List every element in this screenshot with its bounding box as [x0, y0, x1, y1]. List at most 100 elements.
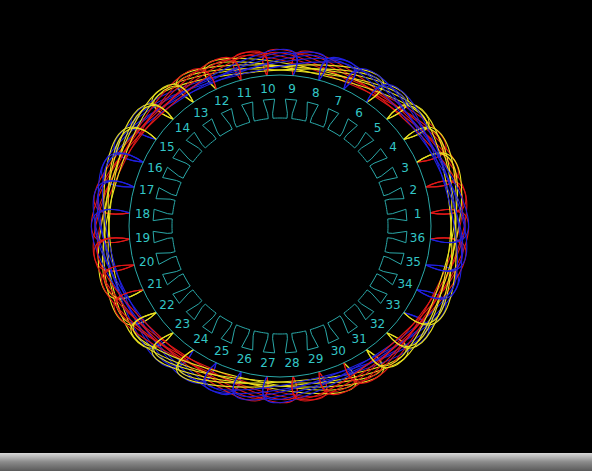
tooth-tip — [310, 325, 323, 330]
window-bar — [0, 453, 592, 471]
slot-outline — [340, 119, 357, 139]
tooth-tip — [220, 316, 232, 323]
slot-number: 15 — [159, 141, 174, 153]
slot-number: 10 — [260, 83, 275, 95]
slot-number: 29 — [308, 353, 323, 365]
slot-outline — [163, 167, 184, 182]
slot-outline — [221, 109, 236, 130]
slot-outline — [377, 167, 398, 182]
tooth-tip — [193, 290, 202, 301]
slot-outline — [387, 209, 407, 220]
slot-outline — [377, 269, 398, 284]
tooth-tip — [358, 290, 367, 301]
slot-number: 16 — [147, 162, 162, 174]
tooth-tip — [254, 331, 268, 333]
coil-group — [91, 49, 468, 402]
tooth-tip — [183, 274, 190, 286]
coil-loop — [154, 333, 382, 383]
tooth-tip — [273, 118, 287, 119]
slot-number: 32 — [370, 318, 385, 330]
slot-number: 28 — [284, 357, 299, 369]
slot-number: 25 — [214, 345, 229, 357]
coil-loop — [387, 104, 457, 325]
slot-outline — [163, 269, 184, 284]
tooth-tip — [344, 139, 355, 148]
slot-outline — [203, 119, 220, 139]
slot-outline — [173, 286, 193, 303]
slot-outline — [367, 149, 387, 166]
tooth-tip — [385, 200, 387, 214]
slot-number: 27 — [260, 357, 275, 369]
tooth-tip — [183, 166, 190, 178]
tooth-tip — [273, 333, 287, 334]
tooth-tip — [193, 151, 202, 162]
slot-outline — [156, 188, 176, 201]
slot-number: 35 — [406, 256, 421, 268]
slot-number: 1 — [414, 208, 422, 220]
slot-number: 33 — [385, 299, 400, 311]
slot-number: 19 — [135, 232, 150, 244]
tooth-tip — [379, 256, 384, 269]
slot-number: 20 — [139, 256, 154, 268]
slot-number: 2 — [409, 184, 417, 196]
slot-outline — [153, 209, 173, 220]
slot-number: 3 — [401, 162, 409, 174]
slot-number: 8 — [312, 87, 320, 99]
slot-number: 22 — [159, 299, 174, 311]
tooth-tip — [173, 238, 175, 252]
slot-outline — [221, 323, 236, 344]
tooth-tip — [176, 256, 181, 269]
stator-core — [129, 75, 431, 377]
slot-outline — [242, 102, 255, 122]
slot-outline — [384, 188, 404, 201]
slot-number: 34 — [397, 278, 412, 290]
slot-outline — [242, 330, 255, 350]
slot-number: 7 — [334, 95, 342, 107]
slot-number: 30 — [331, 345, 346, 357]
slot-number: 18 — [135, 208, 150, 220]
tooth-tip — [370, 166, 377, 178]
slot-outline — [323, 109, 338, 130]
slot-outline — [384, 252, 404, 265]
slot-outline — [156, 252, 176, 265]
slot-outline — [186, 132, 205, 151]
slot-number: 5 — [374, 122, 382, 134]
tooth-tip — [176, 183, 181, 196]
slot-outline — [203, 313, 220, 333]
tooth-tip — [328, 129, 340, 136]
slot-outline — [173, 149, 193, 166]
bore — [172, 118, 388, 334]
slot-outline — [153, 231, 173, 242]
slot-number: 26 — [237, 353, 252, 365]
slot-number: 4 — [389, 141, 397, 153]
slot-number: 31 — [352, 333, 367, 345]
tooth-tip — [254, 119, 268, 121]
tooth-tip — [385, 238, 387, 252]
tooth-tip — [387, 219, 388, 233]
tooth-tip — [344, 304, 355, 313]
slot-outline — [340, 313, 357, 333]
slot-number: 14 — [175, 122, 190, 134]
slot-outline — [355, 132, 374, 151]
tooth-tip — [237, 325, 250, 330]
slot-outline — [306, 102, 319, 122]
slot-number: 23 — [175, 318, 190, 330]
slot-number: 36 — [410, 232, 425, 244]
slot-outline — [367, 286, 387, 303]
slot-outline — [263, 99, 274, 119]
slot-number: 13 — [193, 107, 208, 119]
tooth-tip — [310, 122, 323, 127]
tooth-tip — [220, 129, 232, 136]
tooth-tip — [205, 304, 216, 313]
slot-outline — [323, 323, 338, 344]
slot-number: 17 — [139, 184, 154, 196]
tooth-tip — [328, 316, 340, 323]
slot-outline — [306, 330, 319, 350]
slot-outline — [263, 333, 274, 353]
slot-number: 12 — [214, 95, 229, 107]
stator-outline — [129, 75, 431, 377]
tooth-tip — [358, 151, 367, 162]
tooth-tip — [172, 219, 173, 233]
